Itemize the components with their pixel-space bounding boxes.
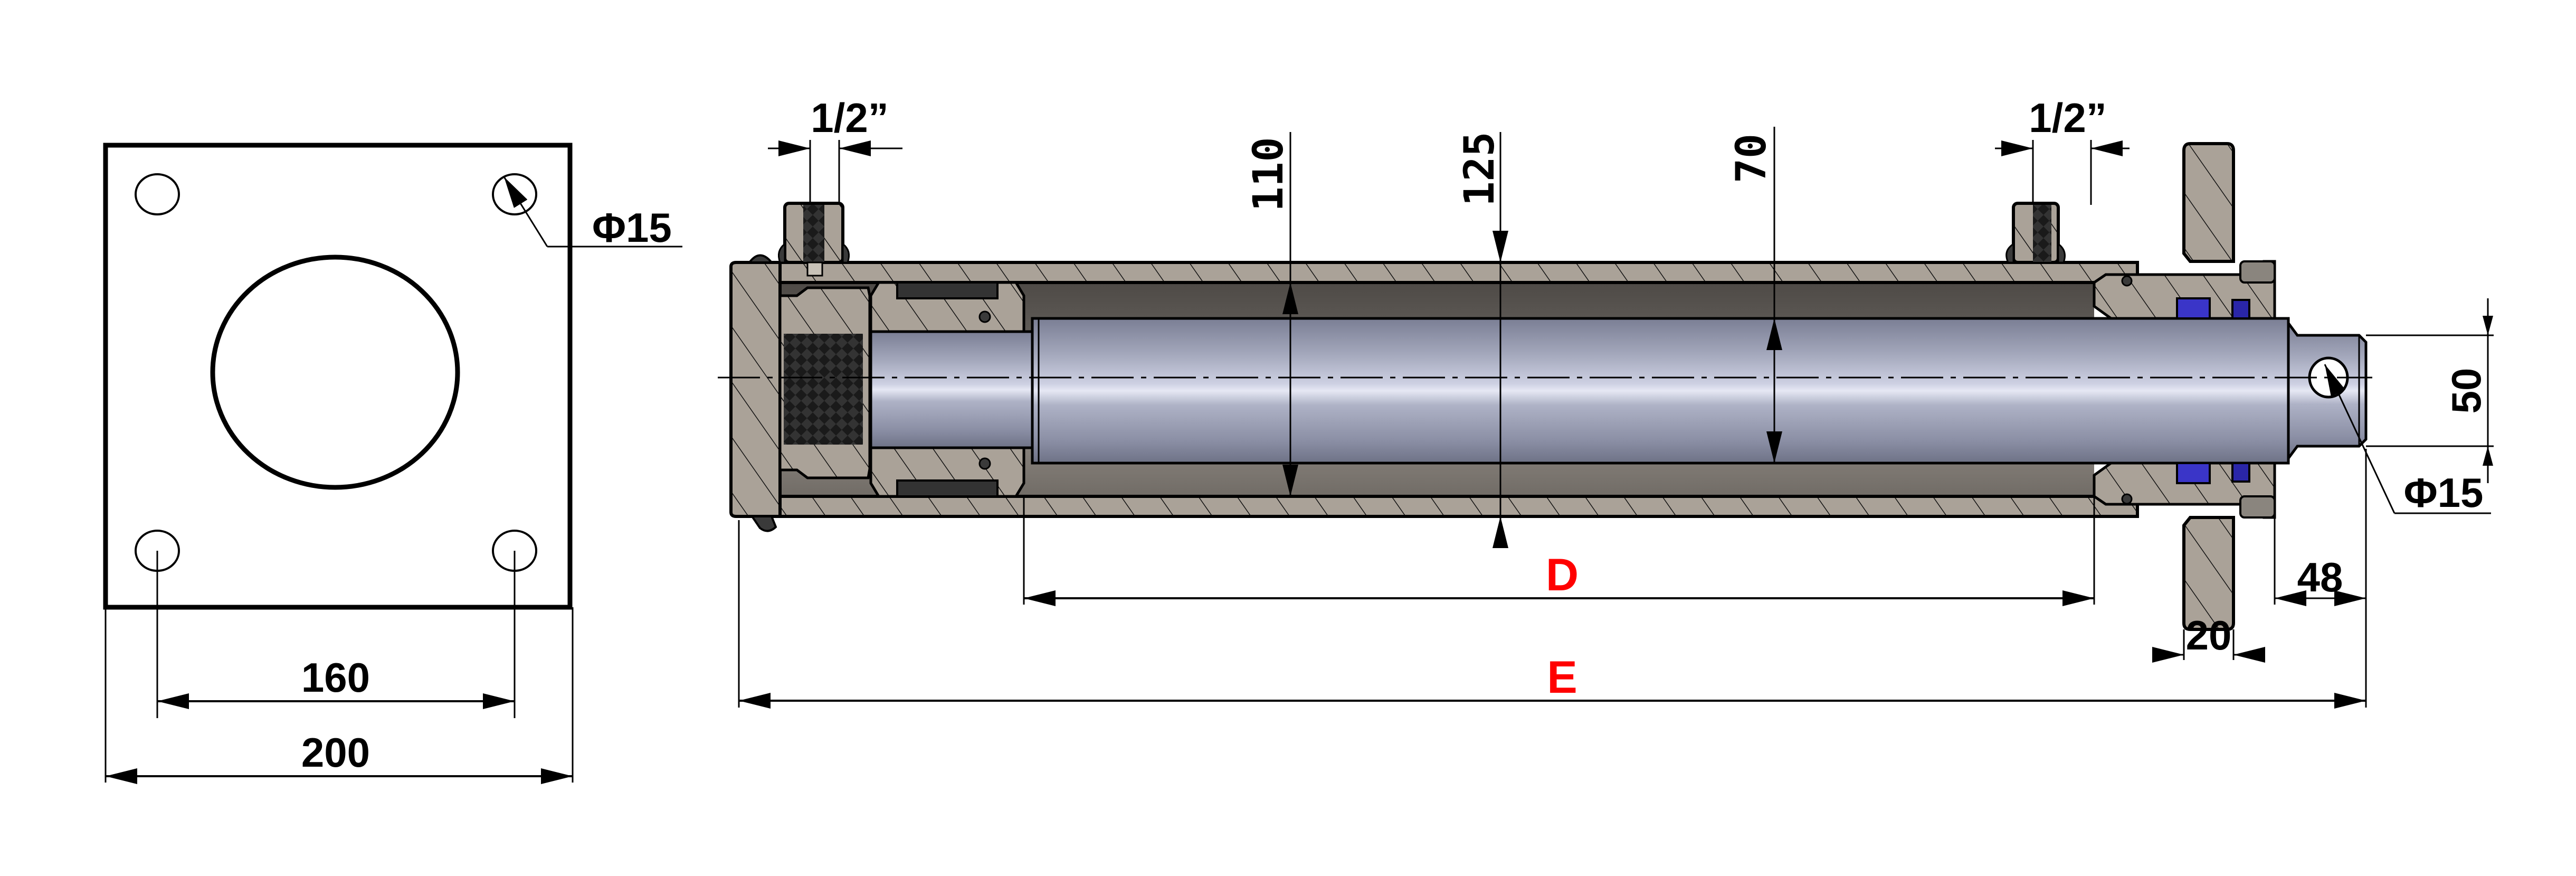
piston-oring-top bbox=[978, 310, 991, 323]
overall-length-label: E bbox=[1547, 652, 1577, 703]
piston-rod bbox=[1031, 317, 2290, 465]
gland-cap-top bbox=[2239, 260, 2276, 284]
tube-wall-top bbox=[743, 261, 2139, 284]
port-right-size-label: 1/2” bbox=[2029, 95, 2106, 141]
gland-oring-bottom bbox=[2121, 493, 2133, 505]
bolt-hole-leader bbox=[503, 176, 548, 247]
weld-bead-bottom bbox=[750, 515, 777, 532]
port-weld-right-b bbox=[2057, 242, 2066, 263]
rod-diameter-label: 70 bbox=[1728, 134, 1775, 183]
rod-seal-top bbox=[2176, 297, 2211, 319]
tube-outer-diameter-label: 125 bbox=[1456, 132, 1504, 206]
gland-oring-top bbox=[2121, 275, 2133, 287]
port-weld-left-b bbox=[842, 242, 850, 263]
rod-eye-hole-label: Φ15 bbox=[2404, 469, 2484, 516]
rod-seal-bottom bbox=[2176, 462, 2211, 484]
flange-plate-outline bbox=[103, 143, 573, 610]
mounting-flange-lower bbox=[2182, 516, 2235, 631]
plate-width-label: 200 bbox=[301, 729, 370, 776]
stroke-label: D bbox=[1546, 550, 1579, 600]
rod-end-diameter-label: 50 bbox=[2443, 368, 2489, 414]
flange-front-view: Φ15 160 200 bbox=[103, 143, 682, 784]
bolt-hole-diameter-label: Φ15 bbox=[592, 204, 672, 251]
rod-eye-leader bbox=[2324, 364, 2396, 514]
mounting-flange-upper bbox=[2182, 142, 2235, 263]
wiper-seal-bottom bbox=[2231, 462, 2250, 483]
bore-diameter-label: 110 bbox=[1245, 137, 1292, 212]
piston-nut-thread bbox=[784, 334, 863, 445]
wiper-seal-top bbox=[2231, 299, 2250, 319]
cylinder-section-view bbox=[718, 142, 2372, 631]
bolt-spacing-label: 160 bbox=[301, 654, 370, 701]
piston-seal-bottom bbox=[896, 479, 999, 497]
end-cap bbox=[729, 261, 782, 518]
port-drill-left bbox=[806, 261, 823, 277]
bolt-hole-top-right bbox=[492, 173, 537, 215]
port-weld-left-a bbox=[778, 242, 786, 263]
rod-end-length-label: 48 bbox=[2297, 554, 2343, 600]
rod-spigot bbox=[869, 330, 1034, 449]
bolt-hole-top-left bbox=[135, 173, 180, 215]
tube-wall-bottom bbox=[743, 495, 2139, 518]
gland-cap-bottom bbox=[2239, 495, 2276, 519]
port-left-size-label: 1/2” bbox=[811, 95, 888, 141]
flange-thickness-label: 20 bbox=[2186, 612, 2232, 658]
flange-center-bore bbox=[210, 255, 460, 490]
piston-seal-top bbox=[896, 281, 999, 299]
piston-oring-bottom bbox=[978, 457, 991, 470]
weld-bead-top bbox=[747, 254, 774, 263]
port-weld-right-a bbox=[2005, 242, 2014, 263]
port-thread-right bbox=[2033, 205, 2051, 262]
cylinder-dimensions: 1/2” 1/2” 110 125 70 50 Φ15 bbox=[738, 95, 2494, 709]
dim-rod-end-arrow-top bbox=[2483, 316, 2493, 335]
dim-rod-end-arrow-bottom bbox=[2483, 446, 2493, 466]
port-thread-left bbox=[803, 205, 824, 262]
